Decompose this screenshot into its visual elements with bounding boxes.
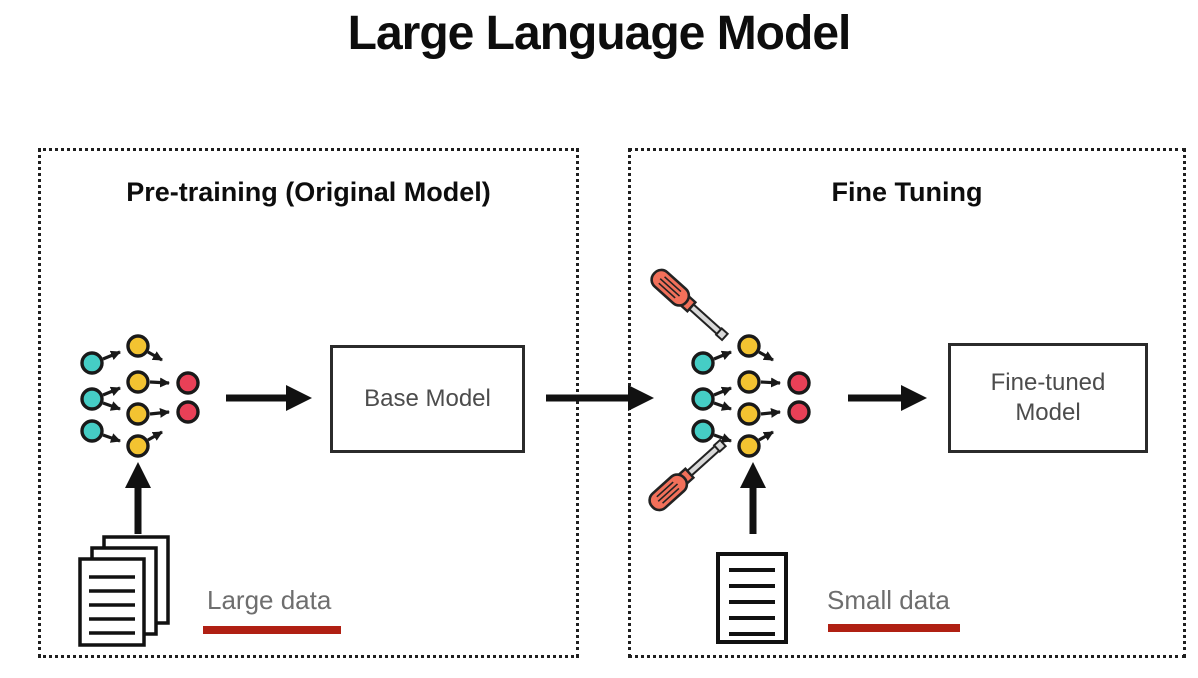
arrow-up-icon [740, 462, 766, 534]
screwdriver-icon [648, 438, 728, 512]
documents-stack-icon [78, 535, 170, 647]
finetuning-heading: Fine Tuning [831, 177, 983, 207]
neural-network-icon [80, 334, 200, 458]
finetuned-model-box: Fine-tuned Model [948, 343, 1148, 453]
arrow-right-icon [226, 385, 312, 411]
arrow-right-icon [848, 385, 927, 411]
pretraining-heading: Pre-training (Original Model) [126, 177, 491, 207]
page-title: Large Language Model [347, 7, 852, 60]
neural-network-icon [691, 334, 811, 458]
small-data-label: Small data [827, 585, 950, 615]
screwdriver-icon [650, 268, 730, 342]
arrow-right-icon [546, 385, 654, 411]
large-data-underline [203, 626, 341, 634]
small-data-underline [828, 624, 960, 632]
document-icon [716, 552, 788, 644]
base-model-box: Base Model [330, 345, 525, 453]
finetuned-model-label: Fine-tuned Model [990, 369, 1106, 426]
large-data-label: Large data [207, 585, 332, 615]
pretraining-panel: Pre-training (Original Model) [38, 148, 579, 658]
arrow-up-icon [125, 462, 151, 534]
base-model-label: Base Model [364, 385, 491, 412]
